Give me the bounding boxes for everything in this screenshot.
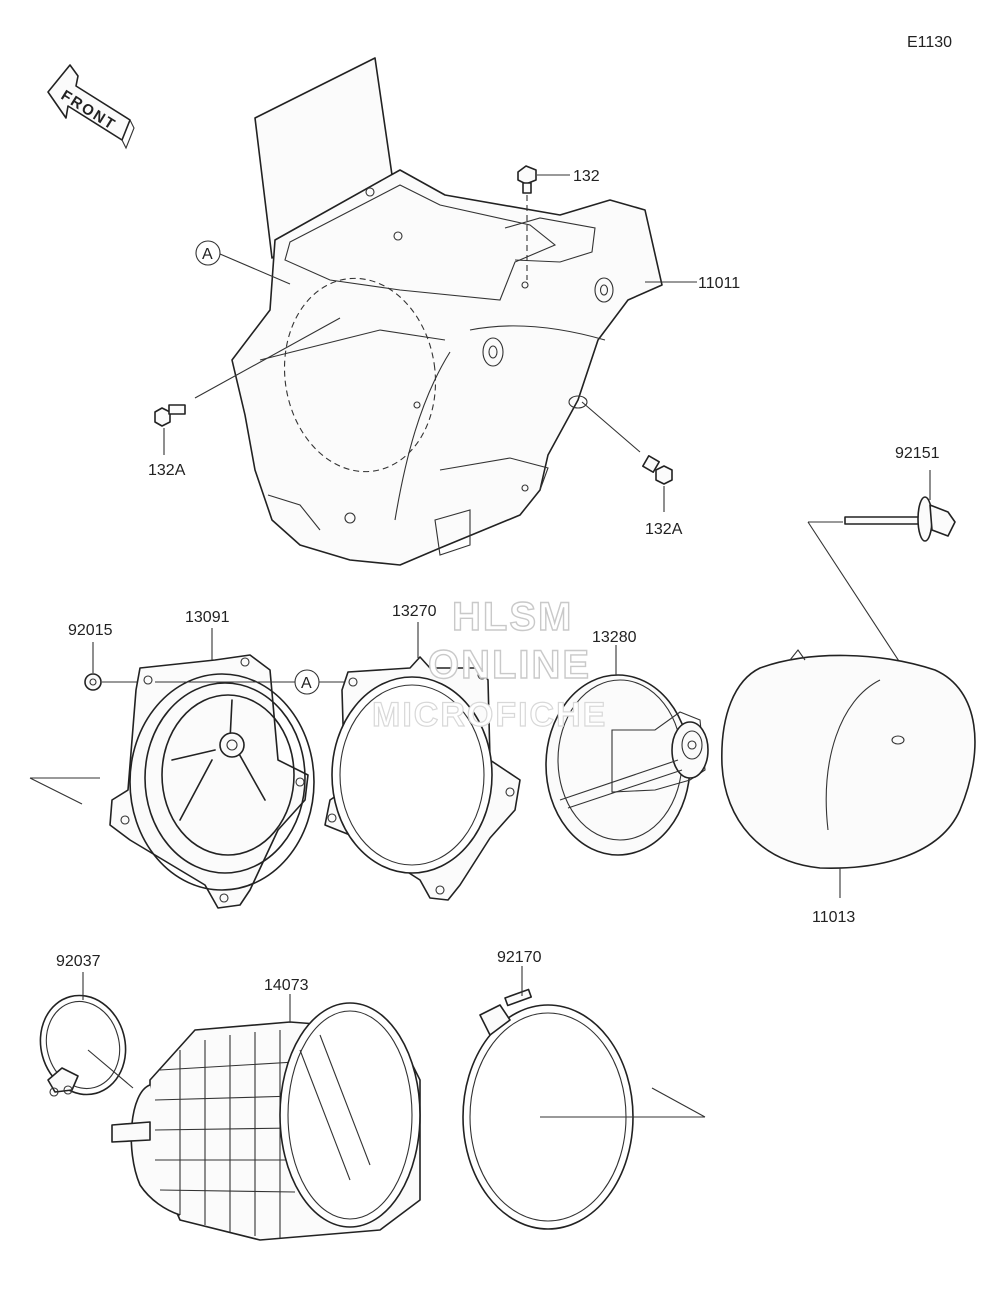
label-14073: 14073: [264, 977, 309, 994]
band-92170[interactable]: 92170: [462, 949, 706, 1230]
label-132: 132: [573, 168, 600, 185]
label-11013: 11013: [812, 909, 855, 926]
label-13270: 13270: [392, 603, 437, 620]
label-132a-left: 132A: [148, 462, 186, 479]
band-92037[interactable]: 92037: [29, 953, 136, 1104]
svg-text:MICROFICHE: MICROFICHE: [372, 696, 607, 734]
label-13280: 13280: [592, 629, 637, 646]
svg-text:HLSM: HLSM: [452, 595, 573, 639]
label-13091: 13091: [185, 609, 230, 626]
svg-text:ONLINE: ONLINE: [428, 643, 591, 687]
gasket-13270[interactable]: 13270: [324, 603, 521, 901]
label-132a-right: 132A: [645, 521, 683, 538]
element-holder-13280[interactable]: 13280: [545, 629, 709, 856]
reference-a-upper: A: [195, 240, 291, 285]
bolt-132a-right[interactable]: 132A: [581, 401, 683, 538]
svg-text:A: A: [301, 675, 312, 692]
svg-text:A: A: [202, 246, 213, 263]
label-92015: 92015: [68, 622, 113, 639]
element-11013[interactable]: 11013: [721, 649, 976, 926]
reference-a-lower: A: [155, 669, 348, 695]
label-11011: 11011: [698, 275, 740, 292]
watermark: HLSM ONLINE MICROFICHE: [371, 594, 607, 734]
label-92151: 92151: [895, 445, 940, 462]
air-cleaner-case[interactable]: [231, 57, 663, 566]
diagram-code: E1130: [907, 34, 952, 51]
label-92170: 92170: [497, 949, 542, 966]
duct-14073[interactable]: 14073: [111, 977, 421, 1241]
bolt-132[interactable]: 132: [517, 165, 600, 280]
label-92037: 92037: [56, 953, 101, 970]
front-arrow-icon: FRONT: [47, 64, 135, 150]
bolt-132a-left[interactable]: 132A: [148, 317, 341, 479]
holder-13091[interactable]: 13091: [29, 609, 315, 909]
